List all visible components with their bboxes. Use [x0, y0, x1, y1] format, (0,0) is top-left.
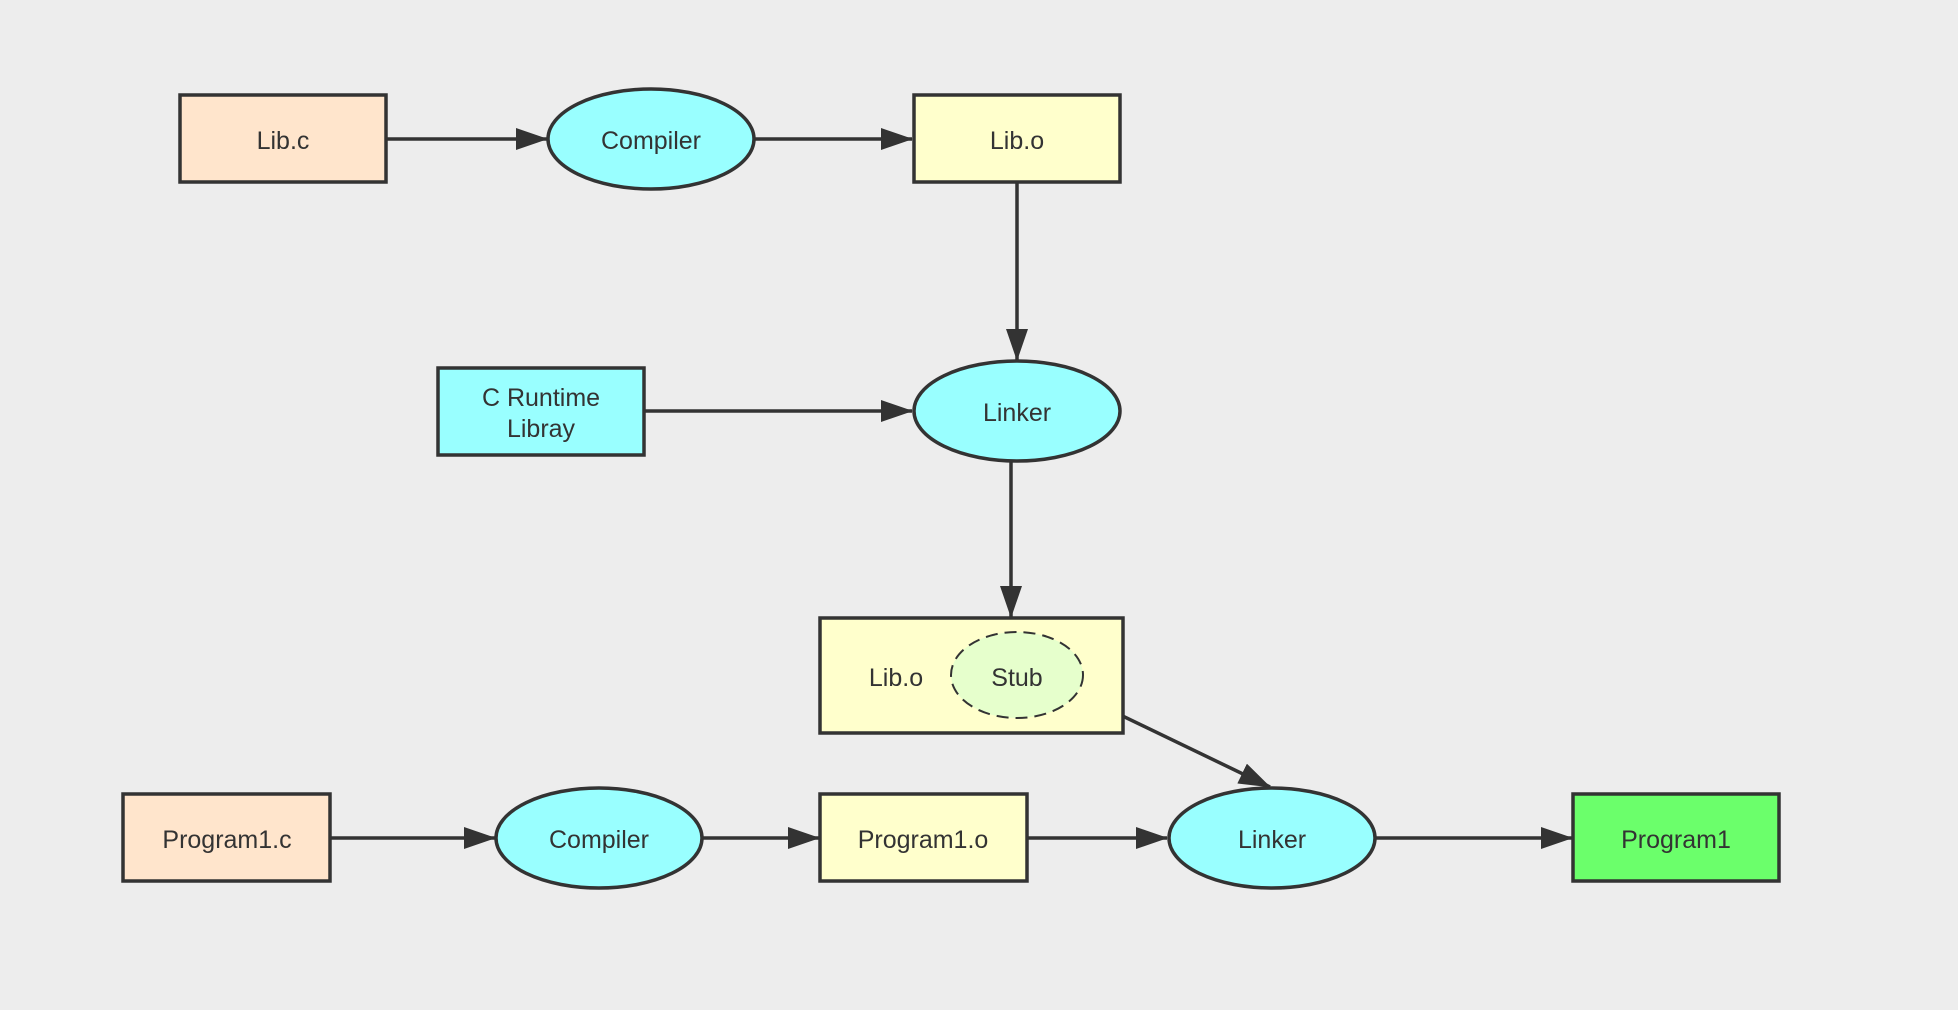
node-label: Linker — [1238, 826, 1306, 854]
object-file-box — [818, 792, 1029, 883]
node-label: Stub — [991, 664, 1042, 692]
node-lib-o-with-stub[interactable]: Lib.o Stub — [818, 616, 1125, 735]
node-label-line-2: Libray — [507, 415, 576, 443]
tool-ellipse — [546, 87, 756, 191]
tool-ellipse — [1167, 786, 1377, 890]
node-label: Program1.c — [162, 826, 291, 854]
node-label: Lib.o — [990, 127, 1044, 155]
node-lib-c[interactable]: Lib.c — [178, 93, 388, 184]
node-compiler-top[interactable]: Compiler — [546, 87, 756, 191]
node-lib-o-top[interactable]: Lib.o — [912, 93, 1122, 184]
node-stub[interactable]: Stub — [950, 631, 1084, 719]
node-program1-o[interactable]: Program1.o — [818, 792, 1029, 883]
object-file-box — [912, 93, 1122, 184]
node-label: Compiler — [549, 826, 649, 854]
source-file-box — [178, 93, 388, 184]
node-label: Program1.o — [858, 826, 989, 854]
node-label-line-1: C Runtime — [482, 384, 600, 412]
node-c-runtime-library[interactable]: C Runtime Libray — [436, 366, 646, 457]
output-box — [1571, 792, 1781, 883]
node-label: Compiler — [601, 127, 701, 155]
tool-ellipse — [494, 786, 704, 890]
node-label: Linker — [983, 399, 1051, 427]
node-linker-bottom[interactable]: Linker — [1167, 786, 1377, 890]
node-program1-c[interactable]: Program1.c — [121, 792, 332, 883]
stub-ellipse — [950, 631, 1084, 719]
node-linker-top[interactable]: Linker — [912, 359, 1122, 463]
node-label: Lib.o — [869, 664, 923, 692]
tool-ellipse — [912, 359, 1122, 463]
library-box — [436, 366, 646, 457]
source-file-box — [121, 792, 332, 883]
node-label: Program1 — [1621, 826, 1731, 854]
node-program1[interactable]: Program1 — [1571, 792, 1781, 883]
node-compiler-bottom[interactable]: Compiler — [494, 786, 704, 890]
node-label: Lib.c — [257, 127, 310, 155]
